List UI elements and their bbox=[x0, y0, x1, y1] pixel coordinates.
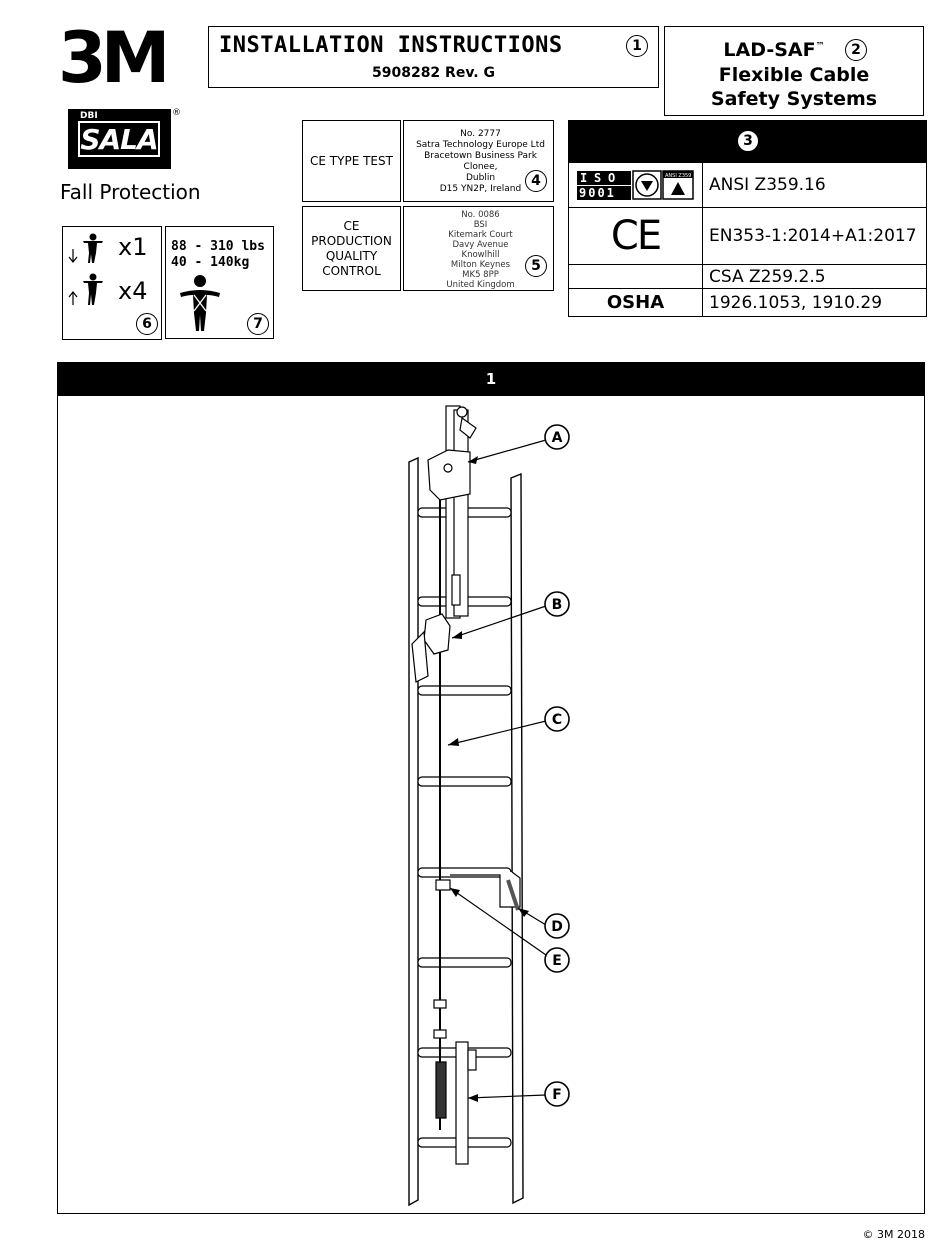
callout-f: F bbox=[552, 1087, 562, 1103]
standards-header: 3 bbox=[569, 121, 926, 162]
standard-csa: CSA Z259.2.5 bbox=[709, 266, 826, 287]
callout-c: C bbox=[552, 712, 562, 728]
table-row: CSA Z259.2.5 bbox=[569, 264, 926, 288]
product-box: LAD-SAF™ 2 Flexible Cable Safety Systems bbox=[664, 26, 924, 116]
standard-en: EN353-1:2014+A1:2017 bbox=[709, 226, 917, 246]
callout-leaders bbox=[447, 439, 547, 1099]
document-number: 5908282 Rev. G bbox=[371, 65, 495, 81]
callout-number-3: 3 bbox=[737, 130, 759, 152]
callout-number-7: 7 bbox=[247, 313, 269, 335]
ansi-badge-text: ANSI Z359 bbox=[665, 173, 691, 179]
weight-capacity-box: 88 - 310 lbs 40 - 140kg 7 bbox=[165, 226, 274, 339]
3m-logo: 3M bbox=[58, 17, 170, 99]
climb-users-count: x4 bbox=[118, 277, 148, 305]
dbi-sala-logo: DBI SALA bbox=[68, 109, 171, 169]
person-harness-icon bbox=[180, 275, 220, 331]
callout-number-6: 6 bbox=[136, 313, 158, 335]
fall-users-count: x1 bbox=[118, 233, 148, 261]
callout-e: E bbox=[552, 953, 562, 969]
top-bracket bbox=[427, 405, 477, 619]
ladder-diagram: A B C D E F bbox=[408, 405, 570, 1207]
up-arrow-icon bbox=[68, 291, 78, 305]
standard-osha: 1926.1053, 1910.29 bbox=[709, 292, 883, 313]
address-block: No. 2777 Satra Technology Europe Ltd Bra… bbox=[416, 129, 545, 194]
ce-production-label: CE PRODUCTION QUALITY CONTROL bbox=[302, 206, 401, 291]
fall-arrest-device bbox=[411, 613, 451, 683]
bottom-bracket bbox=[433, 999, 477, 1165]
copyright: © 3M 2018 bbox=[862, 1228, 925, 1241]
callout-a: A bbox=[552, 430, 563, 446]
callout-b: B bbox=[552, 597, 563, 613]
user-capacity-icons bbox=[68, 233, 103, 305]
table-row: OSHA 1926.1053, 1910.29 bbox=[569, 288, 926, 316]
ladder-right-rail bbox=[510, 472, 524, 1205]
product-line-3: Safety Systems bbox=[710, 88, 878, 110]
ladder-left-rail bbox=[408, 456, 419, 1207]
iso-ansi-icon: I S O 9001 ANSI Z359 bbox=[569, 163, 703, 207]
weight-lbs: 88 - 310 lbs bbox=[171, 239, 265, 254]
callout-number-2: 2 bbox=[845, 39, 867, 61]
callout-number-5: 5 bbox=[525, 255, 547, 277]
figure-header: 1 bbox=[57, 362, 925, 396]
user-capacity-box: x1 x4 6 bbox=[62, 226, 162, 340]
callout-circles bbox=[544, 424, 570, 1107]
iso-letter: S bbox=[594, 171, 601, 185]
intermediate-bracket bbox=[435, 871, 521, 911]
ce-type-test-address: No. 2777 Satra Technology Europe Ltd Bra… bbox=[403, 120, 554, 202]
callout-number-1: 1 bbox=[626, 35, 648, 57]
person-icon bbox=[83, 233, 103, 263]
callout-d: D bbox=[551, 919, 563, 935]
ce-production-address: No. 0086 BSI Kitemark Court Davy Avenue … bbox=[403, 206, 554, 291]
registered-mark: ® bbox=[172, 108, 181, 118]
iso-letter: I bbox=[580, 171, 587, 185]
iso-letter: O bbox=[608, 171, 615, 185]
document-title: INSTALLATION INSTRUCTIONS bbox=[219, 33, 563, 58]
standards-table: 3 I S O 9001 ANSI Z359 ANSI Z359.16 C bbox=[568, 120, 927, 317]
iso-number: 9001 bbox=[579, 186, 616, 200]
table-row: CE EN353-1:2014+A1:2017 bbox=[569, 207, 926, 264]
table-row: I S O 9001 ANSI Z359 ANSI Z359.16 bbox=[569, 162, 926, 207]
empty-cell bbox=[569, 265, 703, 288]
weight-kg: 40 - 140kg bbox=[171, 255, 250, 270]
title-box: INSTALLATION INSTRUCTIONS 1 5908282 Rev.… bbox=[208, 26, 659, 88]
trademark: ™ bbox=[815, 41, 825, 52]
dbi-label: DBI bbox=[80, 111, 98, 121]
callout-number-4: 4 bbox=[525, 170, 547, 192]
address-block: No. 0086 BSI Kitemark Court Davy Avenue … bbox=[446, 210, 515, 290]
product-name: LAD-SAF™ bbox=[723, 39, 825, 61]
person-icon bbox=[83, 273, 103, 305]
down-arrow-icon bbox=[68, 249, 78, 263]
tagline: Fall Protection bbox=[60, 180, 201, 204]
product-line-2: Flexible Cable bbox=[718, 64, 870, 86]
standard-ansi: ANSI Z359.16 bbox=[709, 175, 826, 195]
callout-arrowheads bbox=[448, 456, 529, 1102]
osha-label: OSHA bbox=[569, 289, 703, 316]
ce-type-test-label: CE TYPE TEST bbox=[302, 120, 401, 202]
sala-label: SALA bbox=[78, 121, 160, 157]
ce-mark-icon: CE bbox=[569, 208, 703, 264]
